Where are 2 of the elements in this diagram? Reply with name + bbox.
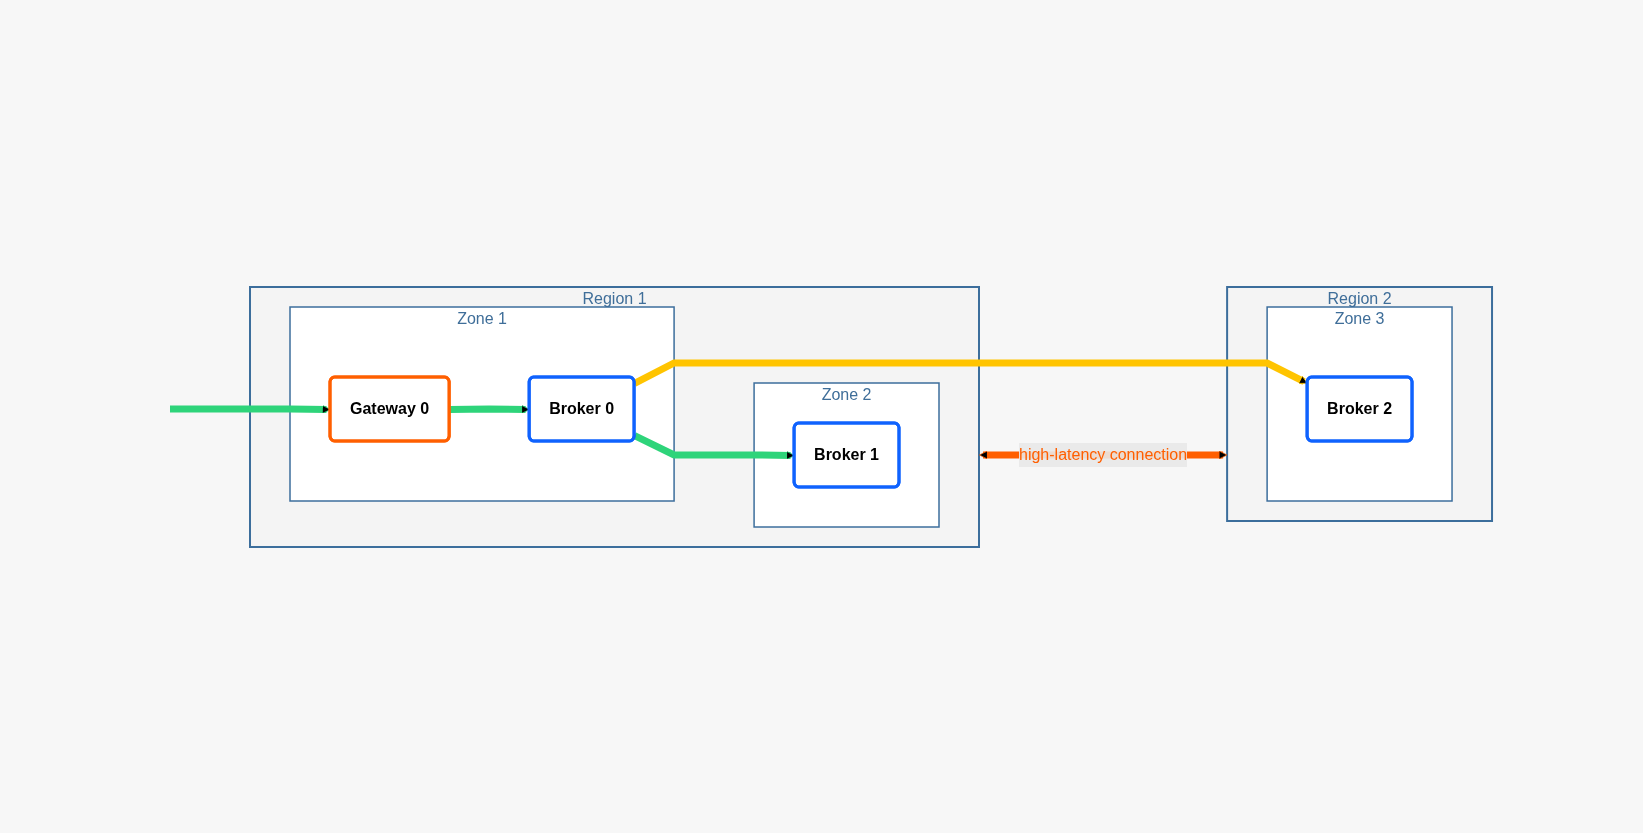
edge-label: high-latency connection [1019,445,1188,463]
arrow [633,359,1309,386]
